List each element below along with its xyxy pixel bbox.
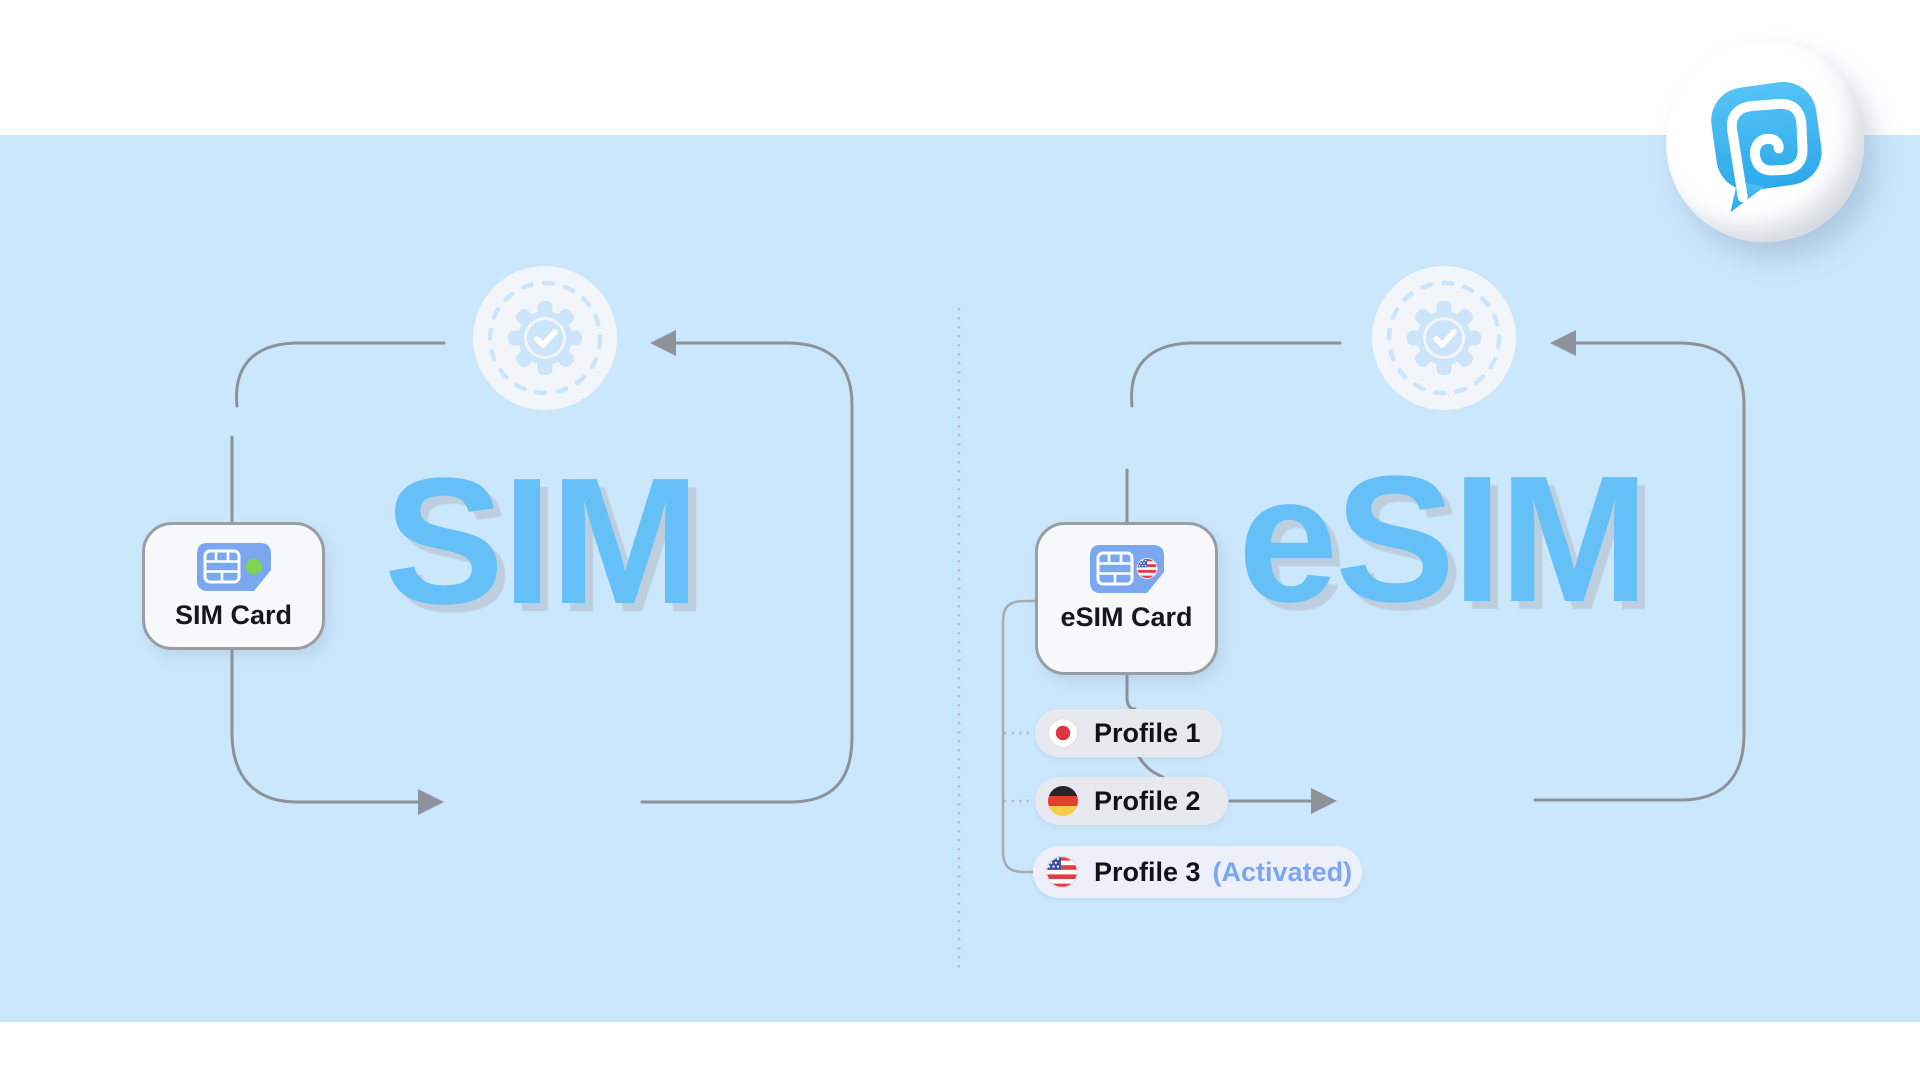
profile-3-pill: Profile 3 (Activated) [1033, 846, 1362, 898]
esim-headline: eSIM [1238, 439, 1649, 640]
profile-3-activated-badge: (Activated) [1212, 856, 1353, 887]
profile-2-pill: Profile 2 [1035, 777, 1228, 825]
esim-card-label: eSIM Card [1060, 602, 1193, 632]
gear-check-icon [1372, 266, 1516, 410]
green-dot-icon [245, 558, 262, 575]
sim-headline: SIM [384, 441, 700, 642]
arrowhead-left-icon [650, 330, 676, 356]
sim-card-box: SIM Card [142, 522, 325, 650]
esim-cycle-arrows [1125, 330, 1746, 814]
profile-bracket [1001, 599, 1035, 874]
esim-card-icon [1089, 545, 1164, 593]
sim-cycle-arrows [230, 330, 854, 815]
arrowhead-left-icon [1550, 330, 1576, 356]
gear-check-icon [473, 266, 617, 410]
profile-3-label: Profile 3 [1094, 856, 1201, 887]
germany-flag-icon [1048, 786, 1078, 816]
arrowhead-right-icon [1311, 788, 1337, 814]
japan-flag-icon [1048, 718, 1078, 748]
profile-1-label: Profile 1 [1094, 717, 1201, 748]
chat-bubble-spiral-logo-icon [1711, 81, 1822, 213]
brand-sticker [1657, 33, 1873, 251]
profile-1-pill: Profile 1 [1035, 709, 1222, 757]
profile-2-label: Profile 2 [1094, 785, 1201, 816]
sim-card-icon [196, 543, 271, 591]
sim-card-label: SIM Card [174, 600, 293, 630]
arrowhead-right-icon [418, 789, 444, 815]
us-flag-icon [1046, 856, 1078, 888]
esim-card-box: eSIM Card [1035, 522, 1218, 675]
